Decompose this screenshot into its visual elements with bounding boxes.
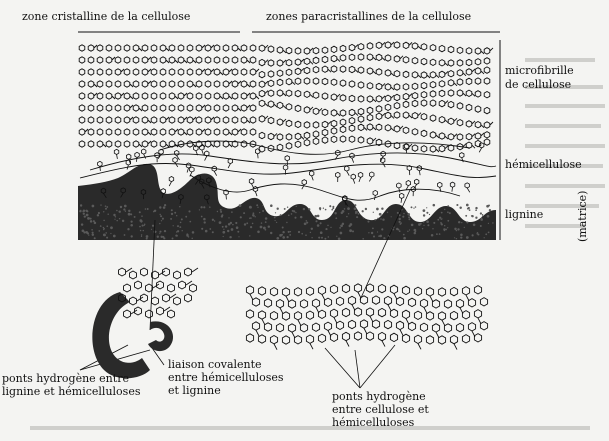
label-lignine: lignine <box>505 208 543 221</box>
label-zones-paracristallines: zones paracristallines de la cellulose <box>266 10 471 23</box>
label-ponts-lignine-1: ponts hydrogène entre <box>2 372 129 385</box>
lignin-detail-crescent <box>92 292 150 378</box>
label-zone-cristalline: zone cristalline de la cellulose <box>22 10 190 23</box>
label-liaison-2: entre hémicelluloses <box>168 371 284 384</box>
label-de-cellulose: de cellulose <box>505 78 571 91</box>
label-ponts-cellulose-3: hémicelluloses <box>332 416 414 429</box>
lignin-detail-hook <box>148 321 173 351</box>
label-ponts-cellulose-2: entre cellulose et <box>332 403 429 416</box>
label-ponts-lignine-2: lignine et hémicelluloses <box>2 385 140 398</box>
label-microfibrille: microfibrille <box>505 64 574 77</box>
label-hemicellulose: hémicellulose <box>505 158 582 171</box>
label-liaison-1: liaison covalente <box>168 358 262 371</box>
cellulose-microfibril <box>79 42 493 152</box>
cellulose-hemicellulose-network <box>246 284 487 350</box>
label-ponts-cellulose-1: ponts hydrogène <box>332 390 426 403</box>
label-liaison-3: et lignine <box>168 384 221 397</box>
label-matrice: (matrice) <box>576 191 589 242</box>
hemicellulose-detail-left <box>119 268 199 318</box>
